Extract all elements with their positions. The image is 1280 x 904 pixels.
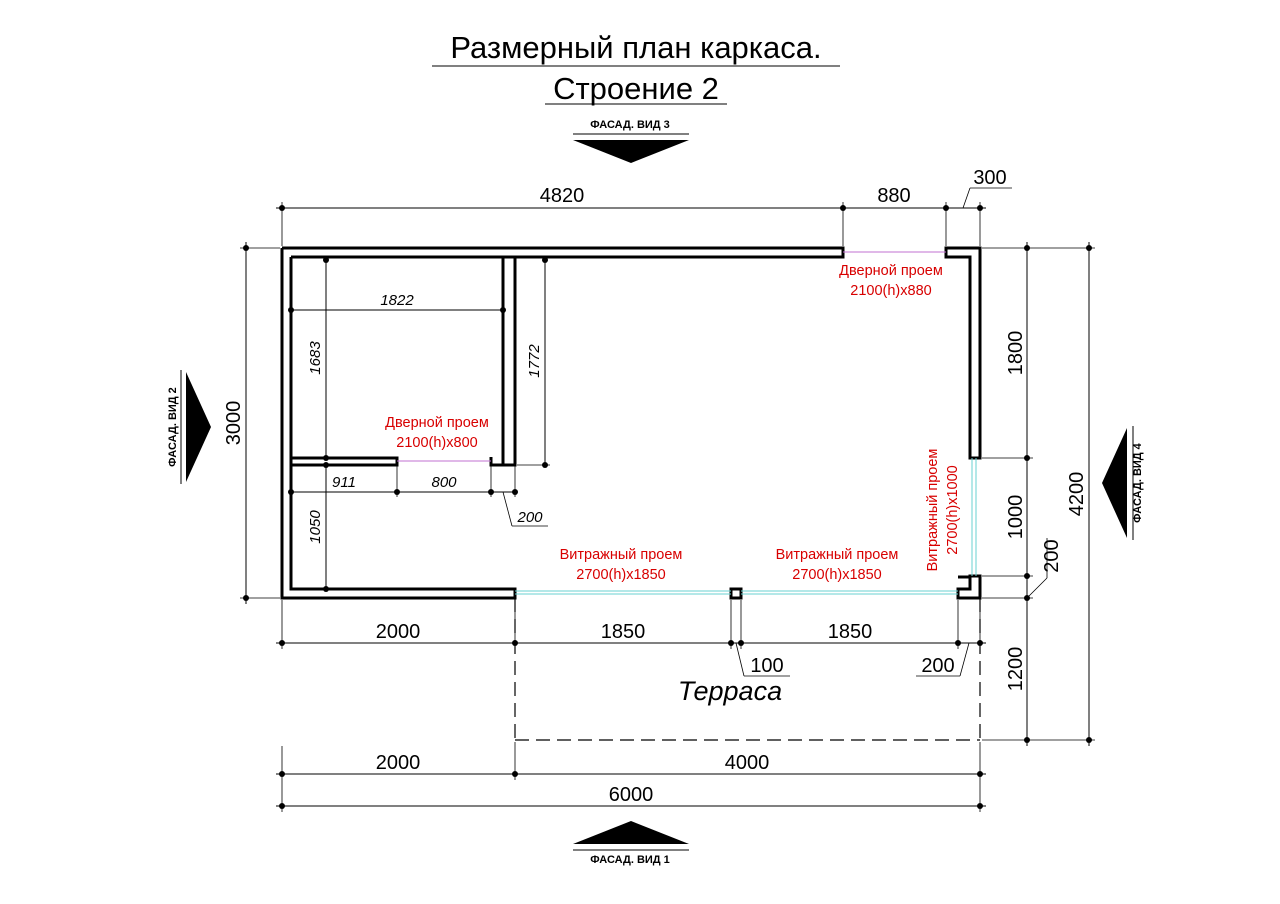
dim-inner-911: 911 — [332, 474, 356, 491]
dimensions-left: 3000 — [223, 242, 280, 604]
dim-total-6000: 6000 — [609, 784, 654, 806]
title-block: Размерный план каркаса. Строение 2 — [432, 30, 840, 106]
title-line-1: Размерный план каркаса. — [450, 30, 821, 65]
dim-right-200: 200 — [1041, 539, 1063, 572]
facade-label-right: ФАСАД. ВИД 4 — [1132, 442, 1144, 522]
dim-inner-1772: 1772 — [526, 344, 543, 378]
door-top-label-2: 2100(h)x880 — [850, 283, 931, 299]
glass-left-label-2: 2700(h)x1850 — [576, 567, 666, 583]
dim-total-2000: 2000 — [376, 752, 421, 774]
dim-inner-800: 800 — [431, 474, 457, 491]
glass-right-label-2: 2700(h)x1850 — [792, 567, 882, 583]
dim-top-4820: 4820 — [540, 185, 585, 207]
dim-inner-1683: 1683 — [307, 341, 324, 375]
dimensions-top: 4820 880 300 — [276, 167, 1012, 246]
facade-marker-right: ФАСАД. ВИД 4 — [1102, 426, 1144, 540]
dim-right-1200: 1200 — [1005, 647, 1027, 692]
facade-label-left: ФАСАД. ВИД 2 — [167, 387, 179, 467]
glass-right-label-1: Витражный проем — [776, 547, 899, 563]
dim-bottom-2000: 2000 — [376, 621, 421, 643]
opening-labels: Дверной проем 2100(h)x880 Дверной проем … — [385, 263, 961, 583]
facade-arrow-right-icon — [1102, 428, 1127, 538]
dim-bottom-1850-b: 1850 — [828, 621, 873, 643]
dimensions-totals: 2000 4000 6000 — [276, 742, 986, 812]
facade-arrow-top-icon — [573, 140, 689, 163]
door-inner-label-1: Дверной проем — [385, 415, 489, 431]
dim-left-3000: 3000 — [223, 401, 245, 446]
title-line-2: Строение 2 — [553, 71, 719, 106]
dim-bottom-200: 200 — [921, 655, 954, 677]
dim-inner-1822: 1822 — [380, 292, 414, 309]
facade-arrow-left-icon — [186, 372, 211, 482]
dim-inner-200: 200 — [516, 509, 543, 526]
dim-bottom-100: 100 — [750, 655, 783, 677]
facade-marker-left: ФАСАД. ВИД 2 — [167, 370, 211, 484]
glass-side-label-1: Витражный проем — [925, 449, 941, 572]
inner-dimensions: 1822 1683 1772 911 800 200 1050 — [288, 257, 550, 592]
dim-right-1800: 1800 — [1005, 331, 1027, 376]
dim-total-4000: 4000 — [725, 752, 770, 774]
dim-top-300: 300 — [973, 167, 1006, 189]
facade-arrow-bottom-icon — [573, 821, 689, 844]
facade-marker-bottom: ФАСАД. ВИД 1 — [573, 821, 689, 866]
facade-marker-top: ФАСАД. ВИД 3 — [573, 119, 689, 163]
facade-label-bottom: ФАСАД. ВИД 1 — [590, 854, 670, 866]
glass-left-label-1: Витражный проем — [560, 547, 683, 563]
dim-bottom-1850-a: 1850 — [601, 621, 646, 643]
glass-side-label-2: 2700(h)x1000 — [945, 465, 961, 555]
dimensions-bottom: 2000 1850 1850 100 200 — [276, 600, 986, 677]
dim-right-1000: 1000 — [1005, 495, 1027, 540]
door-inner-label-2: 2100(h)x800 — [396, 435, 477, 451]
dim-right-4200: 4200 — [1066, 472, 1088, 517]
terrace-label: Терраса — [678, 676, 782, 706]
dimensions-right: 1800 1000 200 1200 4200 — [982, 242, 1095, 746]
openings — [397, 251, 977, 595]
facade-label-top: ФАСАД. ВИД 3 — [590, 119, 670, 131]
dim-inner-1050: 1050 — [307, 510, 324, 544]
dim-top-880: 880 — [877, 185, 910, 207]
door-top-label-1: Дверной проем — [839, 263, 943, 279]
terrace-outline — [514, 598, 981, 741]
